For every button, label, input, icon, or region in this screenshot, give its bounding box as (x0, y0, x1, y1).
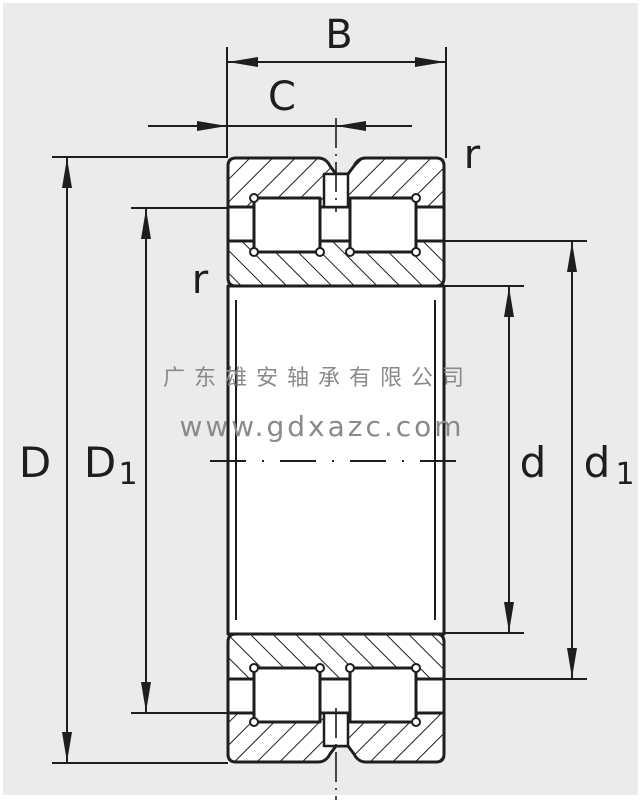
label-d1-main: d (584, 438, 611, 487)
label-D: D (19, 438, 51, 487)
roller-bottom-right (348, 666, 418, 724)
label-d1: d 1 (584, 438, 635, 492)
roller-fillet (411, 247, 421, 257)
label-r-top: r (464, 132, 481, 178)
label-B: B (325, 12, 352, 58)
label-D1: D 1 (84, 438, 138, 492)
roller-fillet (249, 717, 259, 727)
label-D1-sub: 1 (118, 457, 137, 492)
roller-fillet (315, 663, 325, 673)
bearing-section (226, 156, 446, 764)
label-C: C (268, 74, 296, 120)
roller-bottom-left (252, 666, 322, 724)
roller-fillet (345, 247, 355, 257)
center-lines (210, 118, 462, 800)
watermark-company: 广东雄安轴承有限公司 (163, 366, 473, 391)
bore-area (226, 284, 446, 636)
label-D1-main: D (84, 438, 116, 487)
label-d1-sub: 1 (615, 457, 634, 492)
roller-top-left (252, 196, 322, 254)
dimension-lines (52, 47, 587, 764)
label-r-left: r (192, 257, 209, 303)
label-d: d (520, 438, 547, 487)
roller-fillet (249, 663, 259, 673)
roller-fillet (249, 247, 259, 257)
roller-fillet (345, 663, 355, 673)
roller-fillet (411, 193, 421, 203)
roller-top-right (348, 196, 418, 254)
roller-fillet (249, 193, 259, 203)
roller-fillet (315, 247, 325, 257)
roller-fillet (411, 717, 421, 727)
watermark-website: www.gdxazc.com (179, 410, 464, 443)
roller-fillet (411, 663, 421, 673)
